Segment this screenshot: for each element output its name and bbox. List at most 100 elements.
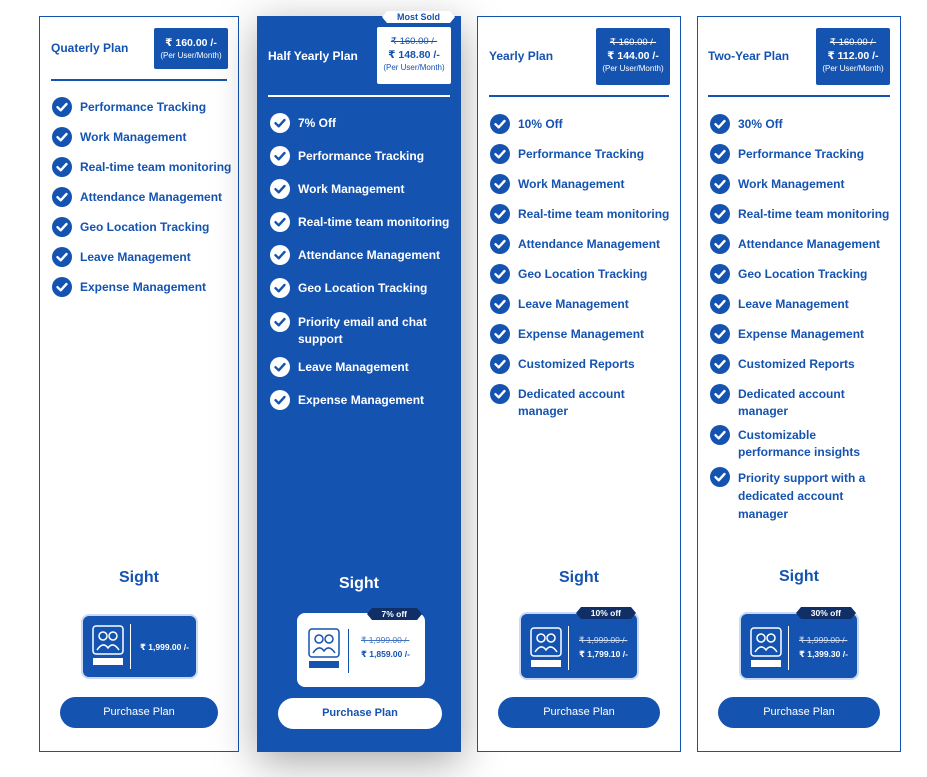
plan-title: Two-Year Plan [708, 49, 790, 63]
check-circle-icon [52, 247, 72, 267]
feature-item: 10% Off [490, 114, 674, 134]
feature-item: Attendance Management [52, 187, 232, 207]
purchase-plan-button[interactable]: Purchase Plan [278, 698, 442, 729]
price-unit: (Per User/Month) [383, 63, 445, 72]
feature-item: Priority email and chat support [270, 312, 454, 348]
check-circle-icon [270, 357, 290, 377]
feature-item: Customized Reports [490, 354, 674, 374]
sight-logo-icon [308, 628, 340, 668]
product-old-price: ₹ 1,999.00 /- [579, 635, 628, 645]
feature-item: Geo Location Tracking [490, 264, 674, 284]
product-card: ₹ 1,999.00 /- [81, 614, 198, 679]
price-unit: (Per User/Month) [160, 51, 222, 60]
check-circle-icon [710, 144, 730, 164]
plan-title: Yearly Plan [489, 49, 554, 63]
feature-list: 30% Off Performance Tracking Work Manage… [710, 114, 894, 526]
product-price: ₹ 1,859.00 /- [361, 649, 410, 659]
discount-ribbon: 7% off [366, 608, 422, 620]
check-circle-icon [270, 312, 290, 332]
feature-item: Geo Location Tracking [710, 264, 894, 284]
product-card: 30% off ₹ 1,999.00 /- ₹ 1,399.30 /- [739, 607, 859, 680]
plan-card-quarterly: Quaterly Plan ₹ 160.00 /- (Per User/Mont… [39, 16, 239, 752]
check-circle-icon [270, 146, 290, 166]
plan-card-yearly: Yearly Plan ₹ 160.00 /- ₹ 144.00 /- (Per… [477, 16, 681, 752]
sight-logo-icon [92, 625, 124, 665]
product-price: ₹ 1,399.30 /- [799, 649, 848, 659]
feature-item: Dedicated account manager [710, 384, 894, 420]
title-divider [489, 95, 669, 97]
feature-item: Real-time team monitoring [52, 157, 232, 177]
purchase-plan-button[interactable]: Purchase Plan [60, 697, 218, 728]
title-divider [51, 79, 227, 81]
check-circle-icon [710, 264, 730, 284]
price-unit: (Per User/Month) [822, 64, 884, 73]
product-old-price: ₹ 1,999.00 /- [361, 635, 410, 645]
brand-name: Sight [559, 569, 599, 586]
price-old: ₹ 160.00 /- [609, 37, 657, 48]
feature-item: Expense Management [710, 324, 894, 344]
check-circle-icon [490, 174, 510, 194]
check-circle-icon [52, 157, 72, 177]
feature-list: 10% Off Performance Tracking Work Manage… [490, 114, 674, 436]
check-circle-icon [710, 467, 730, 487]
feature-item: Work Management [710, 174, 894, 194]
check-circle-icon [490, 204, 510, 224]
feature-item: Real-time team monitoring [490, 204, 674, 224]
check-circle-icon [710, 354, 730, 374]
feature-item: Performance Tracking [490, 144, 674, 164]
check-circle-icon [710, 234, 730, 254]
check-circle-icon [490, 324, 510, 344]
product-price: ₹ 1,799.10 /- [579, 649, 628, 659]
most-sold-badge: Most Sold [382, 11, 455, 23]
plan-price: ₹ 112.00 /- [827, 50, 879, 62]
check-circle-icon [490, 264, 510, 284]
product-divider [788, 626, 789, 670]
price-unit: (Per User/Month) [602, 64, 664, 73]
feature-item: Performance Tracking [270, 146, 454, 166]
check-circle-icon [52, 127, 72, 147]
feature-item: Expense Management [490, 324, 674, 344]
feature-item: Attendance Management [710, 234, 894, 254]
feature-item: 7% Off [270, 113, 454, 133]
check-circle-icon [52, 97, 72, 117]
brand-name: Sight [779, 568, 819, 585]
feature-item: Customized Reports [710, 354, 894, 374]
check-circle-icon [270, 245, 290, 265]
product-card: 7% off ₹ 1,999.00 /- ₹ 1,859.00 /- [297, 608, 425, 687]
feature-item: Performance Tracking [52, 97, 232, 117]
feature-item: Leave Management [52, 247, 232, 267]
check-circle-icon [710, 294, 730, 314]
check-circle-icon [270, 113, 290, 133]
check-circle-icon [710, 384, 730, 404]
feature-item: Geo Location Tracking [270, 278, 454, 298]
check-circle-icon [710, 324, 730, 344]
price-box: ₹ 160.00 /- ₹ 148.80 /- (Per User/Month) [377, 27, 451, 84]
purchase-plan-button[interactable]: Purchase Plan [718, 697, 880, 728]
feature-item: Customizable performance insights [710, 425, 894, 461]
discount-ribbon: 10% off [575, 607, 637, 619]
feature-item: Leave Management [710, 294, 894, 314]
feature-list: Performance Tracking Work Management Rea… [52, 97, 232, 319]
check-circle-icon [490, 294, 510, 314]
price-old: ₹ 160.00 /- [829, 37, 877, 48]
purchase-plan-button[interactable]: Purchase Plan [498, 697, 660, 728]
sight-logo-icon [530, 627, 562, 667]
check-circle-icon [52, 187, 72, 207]
feature-item: Dedicated account manager [490, 384, 674, 420]
feature-item: Real-time team monitoring [270, 212, 454, 232]
feature-item: 30% Off [710, 114, 894, 134]
feature-item: Geo Location Tracking [52, 217, 232, 237]
price-box: ₹ 160.00 /- ₹ 112.00 /- (Per User/Month) [816, 28, 890, 85]
feature-item: Expense Management [270, 390, 454, 410]
plan-price: ₹ 144.00 /- [607, 50, 659, 62]
check-circle-icon [490, 384, 510, 404]
feature-item: Leave Management [270, 357, 454, 377]
product-divider [130, 624, 131, 669]
plan-title: Half Yearly Plan [268, 49, 358, 63]
plan-price: ₹ 160.00 /- [165, 37, 217, 49]
plan-card-two-year: Two-Year Plan ₹ 160.00 /- ₹ 112.00 /- (P… [697, 16, 901, 752]
feature-item: Work Management [52, 127, 232, 147]
check-circle-icon [710, 425, 730, 445]
feature-item: Leave Management [490, 294, 674, 314]
price-box: ₹ 160.00 /- ₹ 144.00 /- (Per User/Month) [596, 28, 670, 85]
